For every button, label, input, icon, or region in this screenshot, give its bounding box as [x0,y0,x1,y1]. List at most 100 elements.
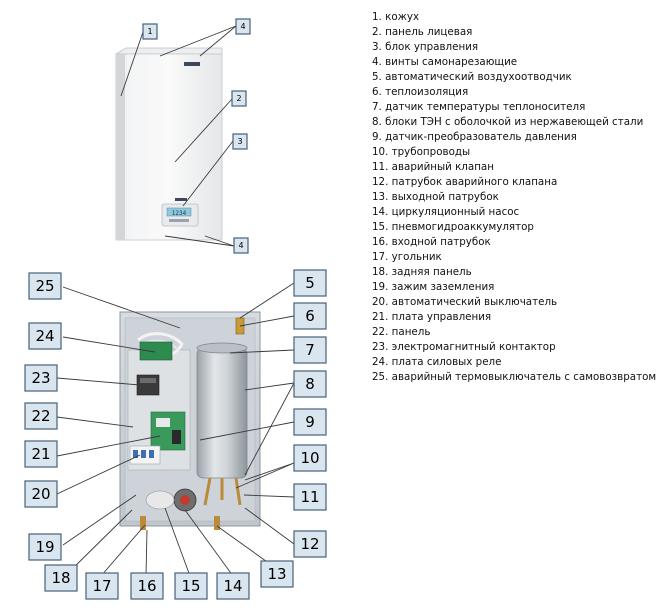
callout-11-label: 11 [300,488,319,506]
legend-item: 15. пневмогидроаккумулятор [372,221,534,233]
legend-item: 3. блок управления [372,41,479,53]
callout-24: 24 [28,322,62,350]
callout-22-label: 22 [31,407,50,425]
callout-21: 21 [24,440,58,468]
legend-item: 7. датчик температуры теплоносителя [372,101,586,113]
leader-2 [174,98,233,163]
leader-4a [159,25,237,57]
legend-item: 12. патрубок аварийного клапана [372,176,558,188]
callout-4-top: 4 [235,18,251,35]
callout-5: 5 [293,269,327,297]
callout-23-label: 23 [31,369,50,387]
boiler-interior [119,311,261,530]
power-relay-board [139,341,173,361]
callout-10-label: 10 [300,449,319,467]
callout-13-label: 13 [267,565,286,583]
legend-item: 25. аварийный термовыключатель с самовоз… [372,371,657,383]
control-unit-buttons [169,219,189,222]
display-digits: 1234 [172,210,187,217]
callout-7: 7 [293,336,327,364]
callout-8: 8 [293,370,327,398]
legend-item: 5. автоматический воздухоотводчик [372,71,572,83]
expansion-vessel [145,490,175,510]
legend-item: 6. теплоизоляция [372,86,469,98]
legend-item: 13. выходной патрубок [372,191,499,203]
callout-25: 25 [28,272,62,300]
legend-item: 2. панель лицевая [372,26,473,38]
callout-16: 16 [130,572,164,600]
callout-2: 2 [231,90,247,107]
callout-24-label: 24 [35,327,54,345]
callout-18: 18 [44,564,78,592]
legend-item: 1. кожух [372,11,420,23]
callout-13: 13 [260,560,294,588]
legend-item: 10. трубопроводы [372,146,471,158]
top-leader-lines [120,25,237,247]
legend-item: 20. автоматический выключатель [372,296,558,308]
callout-20-label: 20 [31,485,50,503]
callout-3: 3 [232,133,248,150]
callout-7-label: 7 [305,341,315,359]
control-unit-display [166,207,192,217]
boiler-exterior: 1234 [114,47,223,241]
callout-23: 23 [24,364,58,392]
callout-20: 20 [24,480,58,508]
callout-25-label: 25 [35,277,54,295]
legend-item: 22. панель [372,326,431,338]
callout-12-label: 12 [300,535,319,553]
legend-item: 14. циркуляционный насос [372,206,520,218]
callout-21-label: 21 [31,445,50,463]
callout-4-bottom-label: 4 [238,241,243,250]
legend-item: 17. угольник [372,251,442,263]
callout-14: 14 [216,572,250,600]
callout-1: 1 [142,23,158,40]
legend-item: 23. электромагнитный контактор [372,341,556,353]
leader-4c [164,235,235,247]
legend-item: 18. задняя панель [372,266,472,278]
brand-badge [175,198,187,201]
callout-9-label: 9 [305,413,315,431]
outlet-nozzle [214,516,220,530]
pipes [203,477,242,506]
callout-1-label: 1 [147,27,152,36]
callout-12: 12 [293,530,327,558]
callout-5-label: 5 [305,274,315,292]
boiler-logo [184,62,200,66]
callout-19: 19 [28,533,62,561]
callout-2-label: 2 [236,94,241,103]
callout-17-label: 17 [92,577,111,595]
legend-item: 8. блоки ТЭН с оболочкой из нержавеющей … [372,116,644,128]
inlet-nozzle [140,516,146,530]
callout-18-label: 18 [51,569,70,587]
callout-17: 17 [85,572,119,600]
callout-3-label: 3 [237,137,242,146]
callout-4-bottom: 4 [233,237,249,254]
callout-11: 11 [293,483,327,511]
legend-item: 11. аварийный клапан [372,161,494,173]
leader-3 [182,140,234,207]
callout-22: 22 [24,402,58,430]
callout-4-top-label: 4 [240,22,245,31]
legend-item: 21. плата управления [372,311,492,323]
callout-14-label: 14 [223,577,242,595]
callout-19-label: 19 [35,538,54,556]
legend-item: 9. датчик-преобразователь давления [372,131,577,143]
legend-item: 4. винты самонарезающие [372,56,518,68]
heater-cylinder [196,347,248,479]
legend-item: 24. плата силовых реле [372,356,502,368]
leader-1 [120,31,144,97]
leader-4b [199,25,237,57]
callout-10: 10 [293,444,327,472]
callout-16-label: 16 [137,577,156,595]
callout-15-label: 15 [181,577,200,595]
callout-6-label: 6 [305,307,315,325]
callout-8-label: 8 [305,375,315,393]
legend-item: 19. зажим заземления [372,281,495,293]
legend-item: 16. входной патрубок [372,236,491,248]
callout-15: 15 [174,572,208,600]
boiler-case-side-shade [116,54,125,240]
callout-9: 9 [293,408,327,436]
leader-4d [204,235,235,247]
parts-legend: 1. кожух 2. панель лицевая 3. блок управ… [372,10,656,385]
